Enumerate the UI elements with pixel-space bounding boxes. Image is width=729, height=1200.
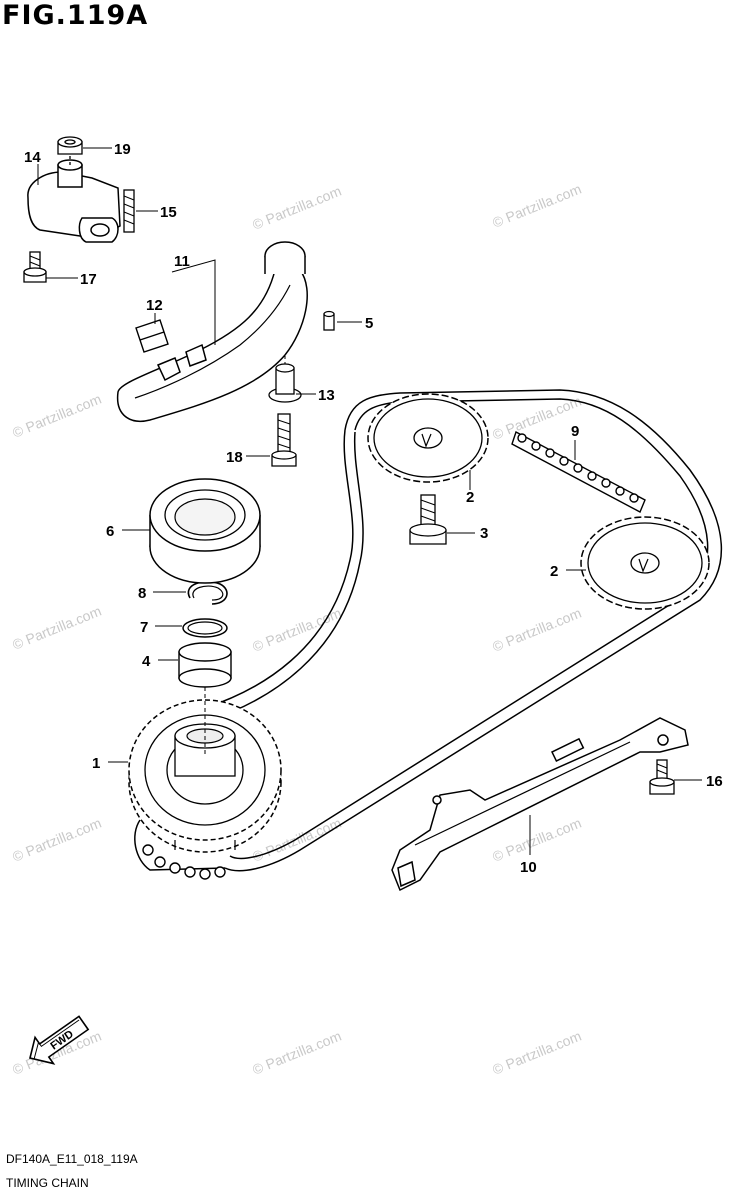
- callout-19: 19: [114, 141, 131, 158]
- callout-13: 13: [318, 387, 335, 404]
- nut-19: [57, 136, 83, 165]
- o-ring: [182, 618, 228, 638]
- bushing: [178, 642, 232, 755]
- callout-8: 8: [138, 585, 146, 602]
- crank-chain-links: [142, 844, 226, 880]
- watermark-text: © Partzilla.com: [490, 181, 583, 231]
- figure-title: FIG.119A: [2, 0, 149, 31]
- circlip: [187, 580, 228, 605]
- watermark-text: © Partzilla.com: [250, 183, 343, 233]
- callout-18: 18: [226, 449, 243, 466]
- callout-7: 7: [140, 619, 148, 636]
- guide-clip: [135, 319, 169, 353]
- callout-9: 9: [571, 423, 579, 440]
- callout-14: 14: [24, 149, 41, 166]
- callout-1: 1: [92, 755, 100, 772]
- callout-5: 5: [365, 315, 373, 332]
- camshaft-sprocket-upper: [367, 393, 489, 483]
- bearing: [149, 478, 261, 584]
- callouts: 1 2 2 3 4 5 6 7 8 9 10 11 12 13 14 15 16…: [24, 141, 723, 876]
- callout-2: 2: [466, 489, 474, 506]
- callout-15: 15: [160, 204, 177, 221]
- drawing-name: TIMING CHAIN: [6, 1176, 89, 1190]
- crankshaft-sprocket: [128, 699, 282, 853]
- bolt-16: [649, 759, 675, 795]
- bolt-18: [271, 413, 297, 467]
- callout-11: 11: [174, 253, 190, 270]
- watermark-text: © Partzilla.com: [490, 605, 583, 655]
- tensioner-guide: [116, 241, 308, 422]
- chain-guide: [391, 717, 689, 892]
- camshaft-sprocket-lower: [580, 516, 710, 610]
- chain-tensioner: [27, 159, 121, 243]
- watermark-text: © Partzilla.com: [250, 1028, 343, 1078]
- watermark-text: © Partzilla.com: [490, 1028, 583, 1078]
- callout-2: 2: [550, 563, 558, 580]
- callout-10: 10: [520, 859, 537, 876]
- leader-lines: [37, 147, 702, 855]
- callout-12: 12: [146, 297, 163, 314]
- callout-16: 16: [706, 773, 723, 790]
- callout-3: 3: [480, 525, 488, 542]
- watermark-text: © Partzilla.com: [10, 815, 103, 865]
- drawing-code: DF140A_E11_018_119A: [6, 1152, 138, 1166]
- callout-4: 4: [142, 653, 151, 670]
- watermark-text: © Partzilla.com: [10, 391, 103, 441]
- callout-6: 6: [106, 523, 114, 540]
- callout-17: 17: [80, 271, 97, 288]
- stud-bolt-15: [123, 189, 135, 233]
- bolt-17: [23, 251, 47, 283]
- collar: [268, 350, 302, 403]
- dowel-pin: [323, 310, 335, 331]
- timing-chain-segment: [511, 430, 646, 513]
- watermark-text: © Partzilla.com: [10, 603, 103, 653]
- bolt-3: [409, 494, 447, 545]
- watermark-text: © Partzilla.com: [490, 815, 583, 865]
